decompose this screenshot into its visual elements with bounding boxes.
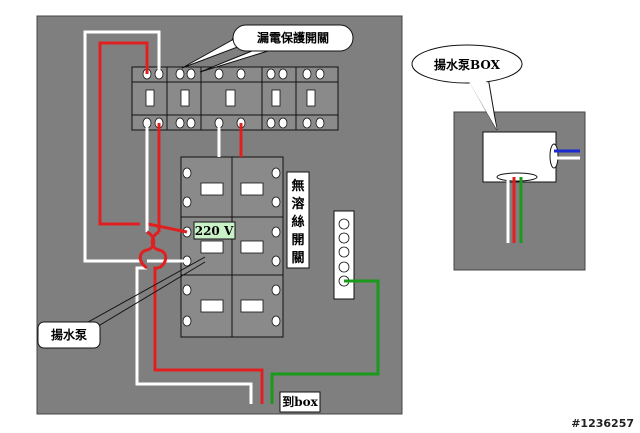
no-fuse-char-2: 溶 (291, 196, 304, 212)
red-wire-to-box (153, 123, 264, 404)
pump-callout: 揚水泵 (37, 256, 206, 349)
leakage-callout: 漏電保護開關 (181, 24, 354, 73)
wires (83, 30, 380, 404)
no-fuse-char-1: 無 (291, 178, 304, 194)
pump-box-port-side (549, 143, 559, 169)
pump-box-callout: 揚水泵BOX (411, 44, 523, 131)
no-fuse-label-box (286, 171, 310, 269)
white-wire-to-box (135, 123, 253, 404)
green-wire (270, 279, 380, 404)
crossover-loops (138, 230, 168, 270)
no-fuse-char-3: 絲 (291, 214, 304, 230)
pump-label: 揚水泵 (51, 327, 87, 342)
voltage-label: 220 V (195, 224, 234, 238)
watermark: #1236257 (571, 417, 634, 430)
leakage-breaker-label: 漏電保護開關 (257, 30, 329, 45)
no-fuse-char-4: 開 (291, 233, 304, 248)
terminal-strip (333, 210, 355, 300)
no-fuse-label: 無 溶 絲 開 關 (291, 178, 304, 266)
to-box-label-box (279, 391, 321, 413)
no-fuse-char-5: 關 (291, 251, 304, 266)
pump-box-port-bottom (496, 172, 538, 182)
pump-box-wires (506, 149, 580, 243)
leakage-breaker (131, 66, 339, 131)
voltage-label-box (193, 221, 236, 240)
white-wire (83, 30, 187, 263)
no-fuse-breaker (180, 156, 284, 338)
pump-box-label: 揚水泵BOX (434, 57, 501, 72)
red-wire (98, 41, 188, 234)
to-box-label: 到box (282, 394, 318, 409)
